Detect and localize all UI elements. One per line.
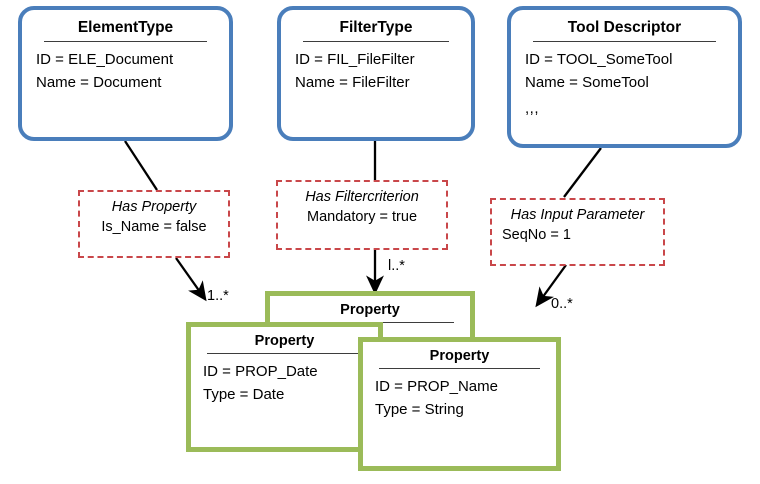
property-box-name[interactable]: Property ID = PROP_Name Type = String: [358, 337, 561, 471]
class-attribute: Name = SomeTool: [525, 73, 649, 91]
association-attribute: SeqNo = 1: [502, 226, 571, 243]
multiplicity-label-right: 0..*: [551, 296, 573, 312]
association-title: Has Filtercriterion: [305, 189, 419, 205]
association-box-has-property[interactable]: Has Property Is_Name = false: [78, 190, 230, 258]
class-box-filter-type[interactable]: FilterType ID = FIL_FileFilter Name = Fi…: [277, 6, 475, 141]
property-title: Property: [340, 302, 400, 318]
association-box-has-filtercriterion[interactable]: Has Filtercriterion Mandatory = true: [276, 180, 448, 250]
connector-tooldescriptor-to-hasinputparameter: [563, 147, 602, 198]
class-title: FilterType: [339, 19, 413, 36]
multiplicity-label-middle: l..*: [388, 258, 405, 274]
class-attribute: Name = Document: [36, 73, 162, 91]
property-attribute: Type = Date: [203, 385, 285, 403]
title-divider: [303, 41, 449, 43]
property-attribute: ID = PROP_Date: [203, 363, 318, 381]
class-box-tool-descriptor[interactable]: Tool Descriptor ID = TOOL_SomeTool Name …: [507, 6, 742, 148]
property-attribute: Type = String: [375, 400, 464, 418]
class-attribute: ID = TOOL_SomeTool: [525, 51, 673, 69]
class-title: ElementType: [77, 19, 174, 36]
property-divider: [207, 353, 362, 355]
title-divider: [533, 41, 716, 43]
association-box-has-input-parameter[interactable]: Has Input Parameter SeqNo = 1: [490, 198, 665, 266]
association-title: Has Input Parameter: [510, 207, 645, 223]
connector-elementtype-to-hasproperty: [124, 140, 158, 191]
class-attribute: ID = ELE_Document: [36, 51, 174, 69]
association-title: Has Property: [111, 199, 197, 215]
connector-hasproperty-to-property: [175, 257, 207, 302]
multiplicity-label-left: 1..*: [207, 288, 229, 304]
class-attribute: ID = FIL_FileFilter: [295, 51, 415, 69]
property-attribute: ID = PROP_Name: [375, 378, 498, 396]
title-divider: [44, 41, 207, 43]
association-attribute: Is_Name = false: [101, 218, 207, 235]
property-title: Property: [254, 333, 315, 349]
property-box-date[interactable]: Property ID = PROP_Date Type = Date: [186, 322, 383, 452]
class-box-element-type[interactable]: ElementType ID = ELE_Document Name = Doc…: [18, 6, 233, 141]
class-attribute-ellipsis: ,,,: [525, 100, 540, 118]
property-divider: [379, 368, 540, 370]
class-title: Tool Descriptor: [567, 19, 682, 36]
property-title: Property: [429, 348, 490, 364]
class-attribute: Name = FileFilter: [295, 73, 410, 91]
association-attribute: Mandatory = true: [306, 208, 418, 225]
